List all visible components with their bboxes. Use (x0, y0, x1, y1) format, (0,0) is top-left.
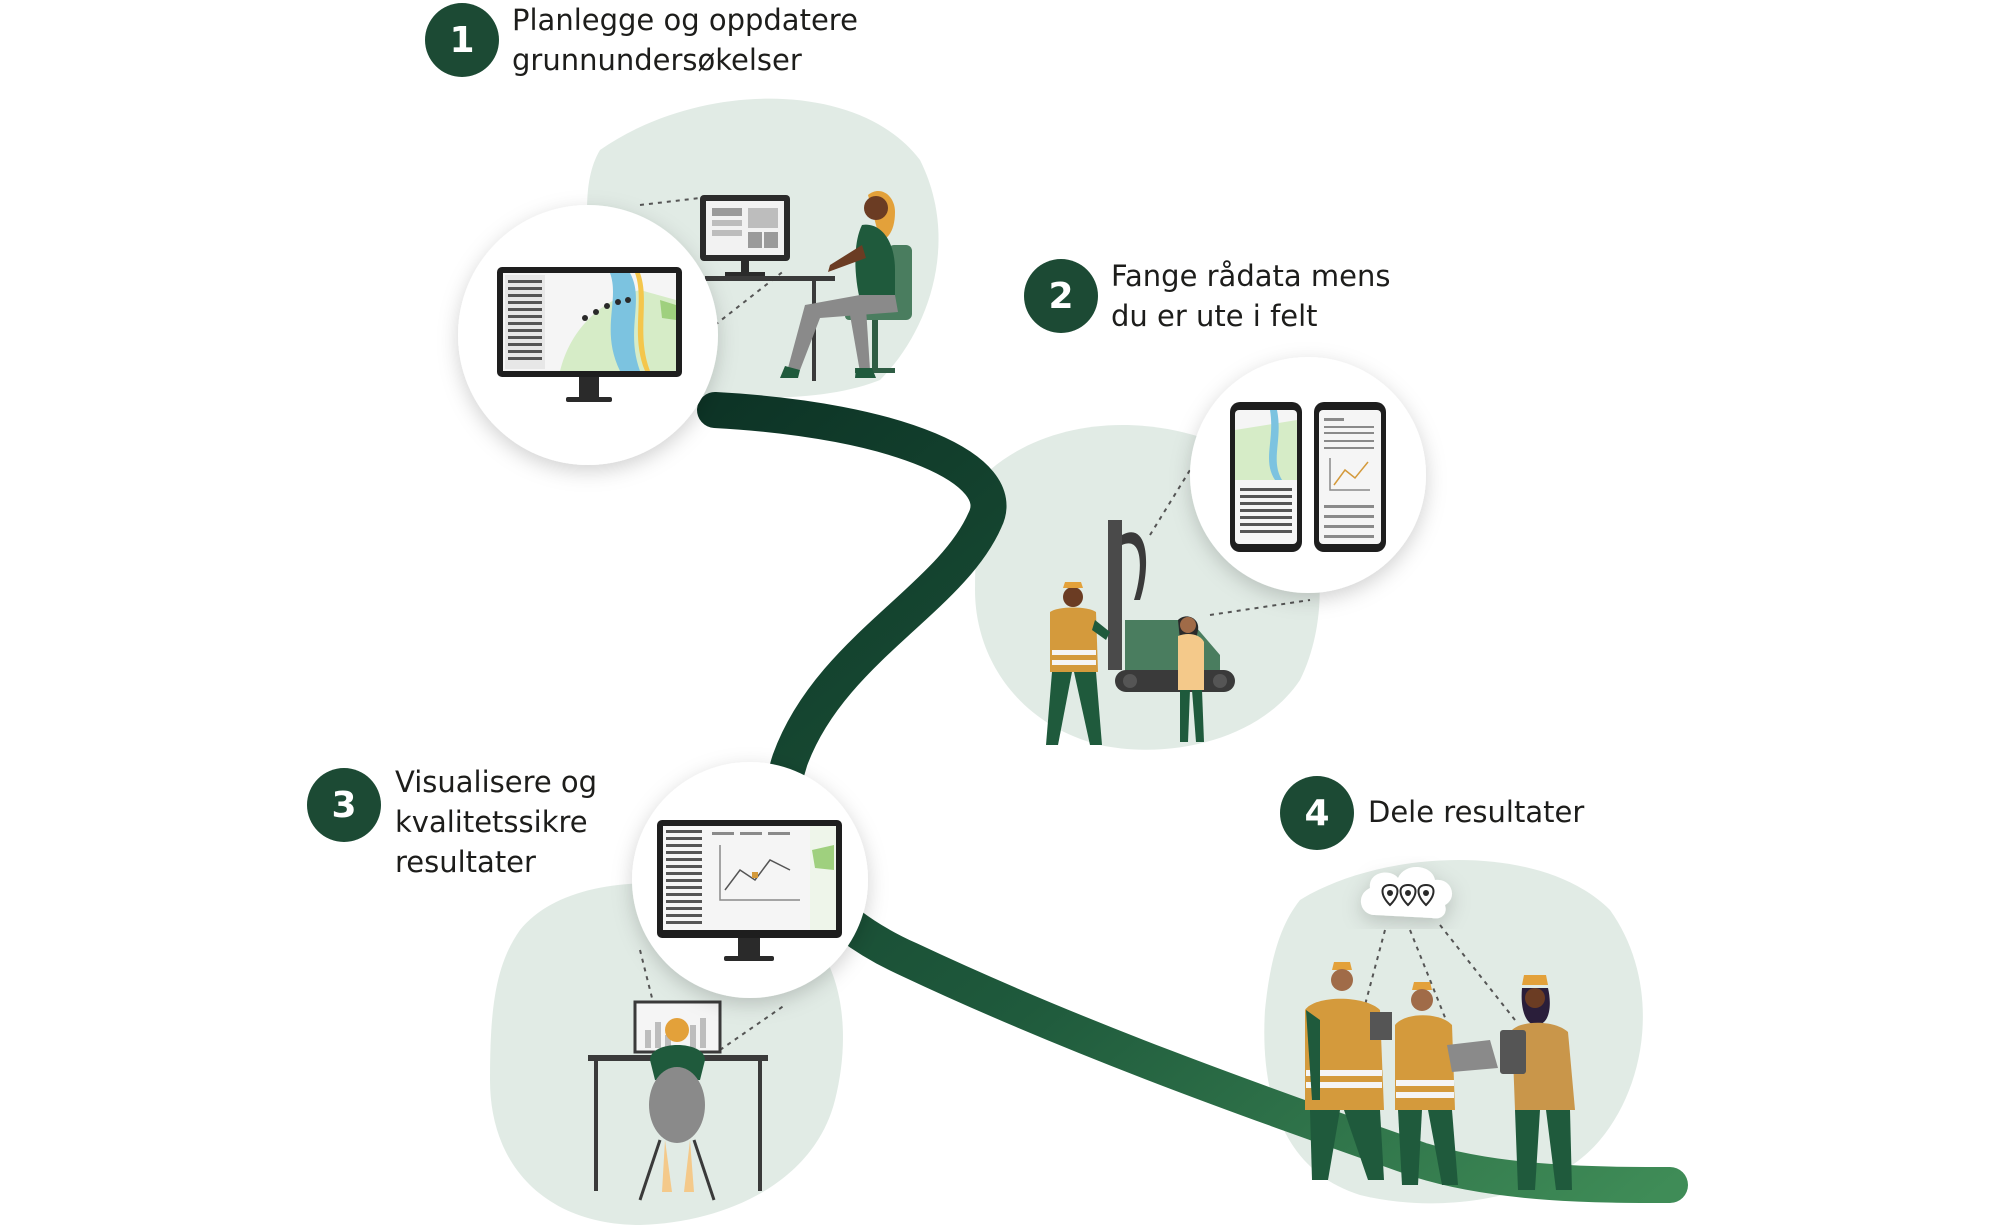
step-3-label: Visualisere og kvalitetssikre resultater (395, 762, 597, 882)
smartphones-icon (1230, 402, 1386, 552)
step-1-label: Planlegge og oppdatere grunnundersøkelse… (512, 0, 858, 80)
monitor-map-icon (497, 267, 682, 402)
cloud-location-icon (1360, 866, 1453, 919)
step-1-label-line-1: Planlegge og oppdatere (512, 3, 858, 37)
monitor-chart-icon (657, 820, 842, 961)
step-4-label: Dele resultater (1368, 792, 1584, 832)
team-sharing-icon (1305, 962, 1575, 1190)
field-workers-drill-icon (1046, 520, 1235, 745)
person-at-desk-icon (588, 1000, 768, 1201)
step-2-label-line-1: Fange rådata mens (1111, 259, 1391, 293)
step-3-label-line-2: kvalitetssikre (395, 805, 588, 839)
step-2-label-line-2: du er ute i felt (1111, 299, 1318, 333)
step-2-badge: 2 (1024, 259, 1098, 333)
woman-at-desk-icon (700, 191, 912, 381)
step-4-badge: 4 (1280, 776, 1354, 850)
step-4-label-line-1: Dele resultater (1368, 795, 1585, 829)
step-3-label-line-1: Visualisere og (395, 765, 598, 799)
step-2-label: Fange rådata mens du er ute i felt (1111, 256, 1390, 336)
step-3-badge: 3 (307, 768, 381, 842)
step-2-circle (1190, 357, 1426, 593)
step-1-label-line-2: grunnundersøkelser (512, 43, 802, 77)
step-1-badge: 1 (425, 3, 499, 77)
step-3-label-line-3: resultater (395, 845, 536, 879)
